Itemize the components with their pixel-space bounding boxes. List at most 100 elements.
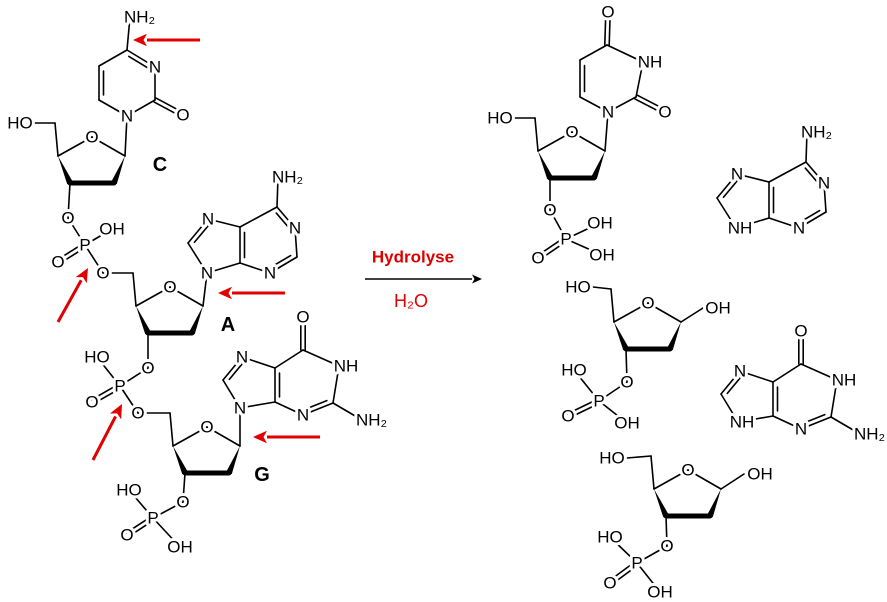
bond: [805, 131, 808, 163]
bond: [635, 61, 644, 98]
bond: [135, 286, 171, 307]
double-bond-inner: [275, 212, 290, 229]
bond: [823, 182, 827, 213]
bond: [332, 365, 340, 404]
bond: [98, 99, 128, 117]
bond: [241, 356, 276, 369]
double-bond: [58, 246, 87, 265]
phosphorus-label: P: [560, 230, 571, 249]
bond: [604, 111, 609, 152]
bond: [239, 401, 276, 409]
ring-oxygen-label: O: [85, 128, 98, 147]
double-bond-inner: [804, 167, 819, 184]
double-bond: [805, 161, 825, 184]
atom-label-n: N: [734, 362, 746, 381]
double-bond-inner: [228, 362, 244, 381]
atom-label-n: N: [795, 420, 807, 439]
atom-label-n: N: [202, 210, 214, 229]
bond: [736, 173, 770, 183]
double-bond-inner: [270, 254, 292, 268]
arrow-head-icon: [253, 430, 267, 444]
atom-label-o: O: [61, 209, 74, 228]
atom-label-n: N: [236, 348, 248, 367]
bond: [239, 206, 278, 228]
bond: [571, 131, 606, 152]
amino-label: NH₂: [272, 168, 303, 187]
hydroxyl-label: HO: [565, 278, 591, 297]
bond: [128, 489, 154, 519]
bond: [202, 272, 208, 307]
arrow-head-icon: [133, 33, 147, 47]
phosphorus-label: P: [147, 509, 158, 528]
atom-label-o: O: [543, 201, 556, 220]
bond: [716, 197, 737, 229]
arrow-shaft: [56, 279, 83, 323]
double-bond: [124, 515, 153, 534]
bond: [126, 99, 156, 117]
bond: [592, 286, 612, 290]
bond: [294, 227, 298, 258]
atom-label-n: N: [818, 174, 830, 193]
double-bond: [187, 218, 209, 244]
bond: [124, 115, 128, 157]
atom-label-ho: HO: [84, 348, 110, 367]
bond: [274, 401, 304, 416]
bond: [573, 369, 600, 402]
bond: [800, 363, 838, 381]
amino-label: NH₂: [356, 411, 387, 430]
atom-label-oh: OH: [614, 414, 640, 433]
double-bond: [798, 211, 827, 229]
bond: [636, 545, 668, 564]
bond: [579, 44, 608, 61]
bond: [239, 262, 271, 274]
arrow-head-icon: [75, 268, 88, 284]
carbonyl-oxygen-label: O: [794, 322, 807, 341]
wedge-bond: [111, 156, 125, 185]
double-bond-inner: [193, 224, 210, 244]
atom-label-ho: HO: [561, 361, 587, 380]
phosphoryl-oxygen-label: O: [531, 249, 544, 268]
bond: [206, 426, 241, 447]
bond: [625, 348, 628, 383]
hydroxyl-label: HO: [7, 114, 33, 133]
atom-label-oh: OH: [647, 583, 673, 602]
nucleotide-label-a: A: [221, 314, 235, 336]
bond: [207, 218, 241, 228]
bond: [98, 49, 128, 67]
bond: [222, 379, 241, 409]
double-bond-inner: [803, 413, 826, 424]
wedge-bond: [173, 446, 188, 475]
atom-label-o: O: [601, 3, 614, 22]
double-bond: [568, 402, 601, 419]
bond: [598, 400, 628, 424]
bond: [549, 209, 567, 240]
atom-label-n: N: [731, 165, 743, 184]
bond: [613, 302, 649, 323]
double-bond: [716, 173, 738, 199]
wedge-bond: [189, 306, 203, 335]
double-bond: [610, 563, 640, 586]
bond: [91, 136, 126, 157]
phosphorus-label: P: [593, 392, 604, 411]
arrow-head-icon: [472, 274, 482, 284]
double-bond: [269, 256, 298, 274]
atom-label-o: O: [141, 359, 154, 378]
arrow-head-icon: [218, 286, 232, 300]
double-bond: [720, 370, 741, 395]
bond: [152, 501, 184, 519]
atom-label-n: N: [121, 107, 133, 126]
bond: [565, 222, 601, 240]
nucleotide-label-c: C: [153, 154, 167, 176]
bond: [607, 96, 637, 113]
atom-label-o: O: [176, 493, 189, 512]
bond: [680, 307, 704, 323]
wedge-bond: [707, 489, 721, 518]
reaction-arrow: [365, 274, 482, 284]
atom-label-oh: OH: [167, 538, 193, 557]
ring-oxygen-label: O: [641, 294, 654, 313]
double-bond-inner: [305, 399, 328, 410]
double-bond: [608, 11, 611, 46]
double-bond: [126, 49, 156, 68]
atom-label-o: O: [96, 264, 109, 283]
